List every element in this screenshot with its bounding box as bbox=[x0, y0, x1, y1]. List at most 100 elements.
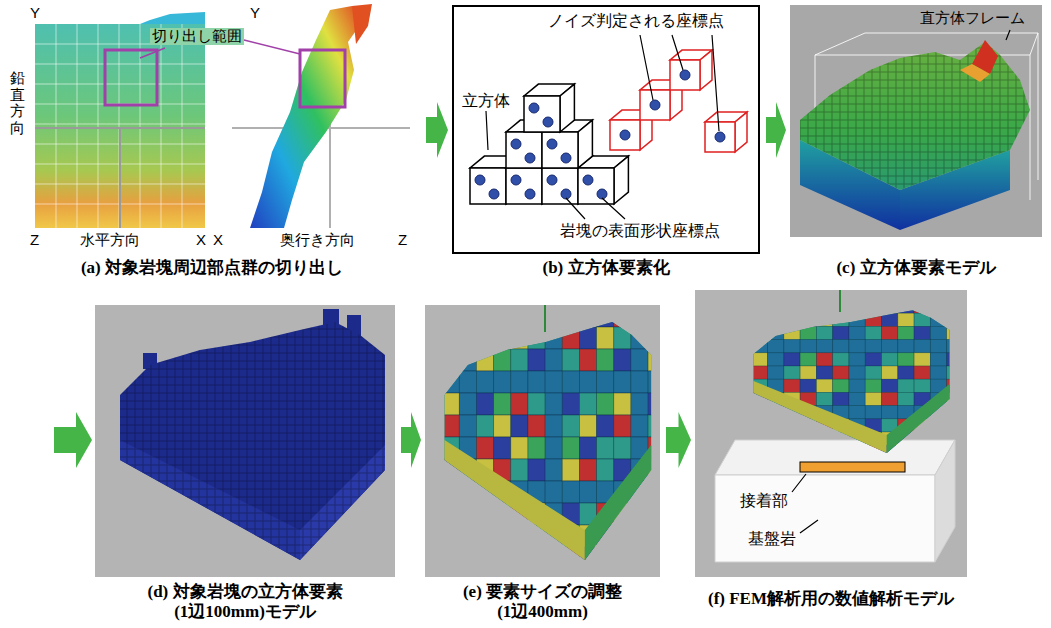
element-square bbox=[800, 445, 816, 458]
point-cloud-front-view bbox=[35, 24, 205, 228]
figure-label: Y bbox=[250, 5, 260, 22]
flow-arrow bbox=[666, 412, 691, 468]
element-square bbox=[784, 366, 800, 379]
element-square bbox=[631, 371, 648, 393]
element-square bbox=[768, 445, 784, 458]
element-square bbox=[562, 459, 579, 481]
element-square bbox=[914, 432, 930, 445]
coarse-cube-model bbox=[425, 305, 665, 569]
cube-face bbox=[614, 156, 628, 204]
element-square bbox=[511, 393, 528, 415]
coordinate-point bbox=[620, 130, 630, 140]
coordinate-point bbox=[597, 189, 607, 199]
element-square bbox=[425, 525, 442, 547]
figure-label: 直方体フレーム bbox=[920, 10, 1025, 27]
element-square bbox=[545, 349, 562, 371]
element-square bbox=[947, 300, 963, 313]
element-square bbox=[751, 340, 767, 353]
element-square bbox=[865, 326, 881, 339]
element-square bbox=[442, 305, 459, 327]
element-square bbox=[865, 313, 881, 326]
figure-panel: (a) 対象岩塊周辺部点群の切り出し切り出し範囲鉛直方向水平方向奥行き方向YZX… bbox=[4, 4, 420, 252]
element-square bbox=[865, 366, 881, 379]
element-square bbox=[648, 305, 665, 327]
flow-arrow bbox=[426, 102, 448, 158]
element-square bbox=[442, 371, 459, 393]
element-square bbox=[865, 392, 881, 405]
element-square bbox=[784, 300, 800, 313]
element-square bbox=[833, 392, 849, 405]
element-square bbox=[865, 353, 881, 366]
element-square bbox=[735, 300, 751, 313]
coarse-cube-model bbox=[425, 305, 665, 569]
element-square bbox=[597, 327, 614, 349]
cube-face bbox=[506, 132, 542, 168]
element-square bbox=[768, 300, 784, 313]
cube-element-model bbox=[1006, 30, 1010, 40]
element-square bbox=[597, 393, 614, 415]
element-square bbox=[597, 459, 614, 481]
element-square bbox=[562, 327, 579, 349]
element-square bbox=[648, 393, 665, 415]
element-square bbox=[816, 445, 832, 458]
element-square bbox=[528, 349, 545, 371]
element-square bbox=[545, 415, 562, 437]
element-square bbox=[631, 349, 648, 371]
element-square bbox=[800, 326, 816, 339]
cube-face bbox=[640, 90, 670, 120]
element-square bbox=[784, 379, 800, 392]
element-square bbox=[751, 366, 767, 379]
element-square bbox=[751, 326, 767, 339]
element-square bbox=[816, 392, 832, 405]
element-square bbox=[833, 313, 849, 326]
fem-model bbox=[839, 290, 841, 312]
element-square bbox=[511, 437, 528, 459]
coordinate-point bbox=[475, 175, 485, 185]
element-square bbox=[425, 415, 442, 437]
element-square bbox=[459, 503, 476, 525]
element-square bbox=[425, 393, 442, 415]
point-cloud-side-view bbox=[232, 4, 410, 228]
cube-face bbox=[670, 60, 700, 90]
element-square bbox=[494, 525, 511, 547]
element-square bbox=[528, 371, 545, 393]
fine-cube-model bbox=[120, 322, 385, 560]
element-square bbox=[833, 300, 849, 313]
element-square bbox=[751, 432, 767, 445]
element-square bbox=[614, 305, 631, 327]
element-square bbox=[914, 313, 930, 326]
element-square bbox=[476, 393, 493, 415]
element-square bbox=[816, 326, 832, 339]
element-square bbox=[442, 393, 459, 415]
flow-arrow bbox=[766, 102, 786, 158]
element-square bbox=[511, 349, 528, 371]
element-square bbox=[597, 437, 614, 459]
element-square bbox=[476, 415, 493, 437]
coarse-cube-model bbox=[425, 305, 660, 577]
coordinate-point bbox=[561, 153, 571, 163]
element-square bbox=[648, 415, 665, 437]
element-square bbox=[425, 327, 442, 349]
element-square bbox=[562, 481, 579, 503]
element-square bbox=[735, 419, 751, 432]
element-square bbox=[631, 415, 648, 437]
point-cloud-front-view bbox=[105, 50, 157, 105]
element-square bbox=[562, 415, 579, 437]
element-square bbox=[631, 503, 648, 525]
figure-label: 水平方向 bbox=[80, 232, 140, 249]
element-square bbox=[545, 371, 562, 393]
element-square bbox=[631, 305, 648, 327]
element-square bbox=[849, 366, 865, 379]
fem-model bbox=[715, 475, 935, 562]
element-square bbox=[494, 349, 511, 371]
figure-label: X bbox=[213, 232, 223, 249]
element-square bbox=[459, 481, 476, 503]
element-square bbox=[545, 459, 562, 481]
element-square bbox=[579, 305, 596, 327]
fem-model bbox=[754, 381, 887, 453]
element-square bbox=[882, 406, 898, 419]
element-square bbox=[947, 366, 963, 379]
element-square bbox=[865, 379, 881, 392]
